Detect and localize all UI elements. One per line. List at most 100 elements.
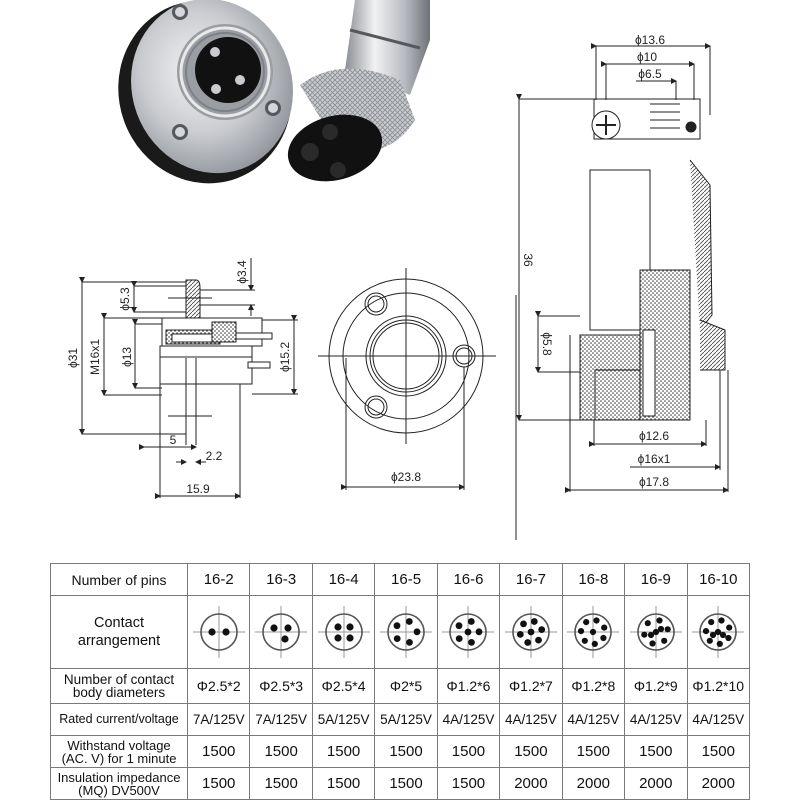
socket-side-view xyxy=(79,258,298,499)
dim-d17-8: ϕ17.8 xyxy=(639,475,669,489)
cell-model: 16-2 xyxy=(186,563,251,596)
pin-layout-diagram xyxy=(436,595,501,669)
cell-insulation: 1500 xyxy=(249,767,313,800)
cell-model: 16-8 xyxy=(561,563,626,596)
pin-layout-icon xyxy=(629,606,682,658)
cell-model: 16-9 xyxy=(624,563,688,596)
cell-withstand: 1500 xyxy=(561,735,626,768)
label-line: (MQ) DV500V xyxy=(78,782,160,798)
cell-current: 7A/125V xyxy=(186,703,251,736)
cell-current: 4A/125V xyxy=(436,703,501,736)
pin-layout-icon xyxy=(692,606,745,658)
cell-withstand: 1500 xyxy=(499,735,563,768)
cell-diameter: Φ2*5 xyxy=(374,668,438,704)
cell-diameter: Φ1.2*6 xyxy=(436,668,501,704)
cell-insulation: 1500 xyxy=(436,767,501,800)
label-insulation-impedance: Insulation impedance (MQ) DV500V xyxy=(50,767,188,800)
pin-layout-diagram xyxy=(686,595,750,669)
panel-mount-socket-photo xyxy=(118,0,293,184)
cell-current: 4A/125V xyxy=(624,703,688,736)
pin-layout-diagram xyxy=(499,595,563,669)
row-number-of-pins: Number of pins 16-2 16-3 16-4 16-5 16-6 … xyxy=(50,563,750,596)
cell-model: 16-10 xyxy=(686,563,750,596)
cell-current: 4A/125V xyxy=(499,703,563,736)
label-line: Contact xyxy=(94,614,144,631)
pin-layout-diagram xyxy=(624,595,688,669)
cell-diameter: Φ1.2*7 xyxy=(499,668,563,704)
product-photo xyxy=(118,0,430,184)
row-contact-arrangement: Contact arrangement xyxy=(50,595,750,669)
dim-d6-5: ϕ6.5 xyxy=(638,67,662,81)
dim-d16x1: ϕ16x1 xyxy=(638,452,671,466)
dim-d5-3: ϕ5.3 xyxy=(118,287,132,311)
pin-layout-diagram xyxy=(561,595,626,669)
dim-2-2: 2.2 xyxy=(206,449,223,463)
cell-insulation: 2000 xyxy=(686,767,750,800)
cell-diameter: Φ2.5*4 xyxy=(311,668,376,704)
dim-d10: ϕ10 xyxy=(637,50,657,64)
cell-model: 16-5 xyxy=(374,563,438,596)
pin-layout-icon xyxy=(504,606,557,658)
dim-36: 36 xyxy=(521,253,535,267)
socket-side-dim-labels: ϕ31 M16x1 ϕ5.3 ϕ13 ϕ3.4 ϕ15.2 5 2.2 15.9 xyxy=(66,260,292,496)
plug-section-view xyxy=(515,43,729,540)
cell-withstand: 1500 xyxy=(624,735,688,768)
cell-insulation: 1500 xyxy=(374,767,438,800)
pin-layout-icon xyxy=(317,606,370,658)
row-withstand-voltage: Withstand voltage (AC. V) for 1 minute 1… xyxy=(50,735,750,768)
cell-insulation: 2000 xyxy=(499,767,563,800)
pin-layout-icon xyxy=(192,606,245,658)
cell-withstand: 1500 xyxy=(374,735,438,768)
cell-withstand: 1500 xyxy=(186,735,251,768)
dim-d15-2: ϕ15.2 xyxy=(278,342,292,372)
row-contact-diameters: Number of contact body diameters Φ2.5*2 … xyxy=(50,668,750,704)
pin-layout-icon xyxy=(255,606,308,658)
label-line: Withstand voltage xyxy=(67,737,171,753)
cell-model: 16-4 xyxy=(311,563,376,596)
dim-d13-6: ϕ13.6 xyxy=(635,33,665,47)
dim-5: 5 xyxy=(170,433,177,447)
dim-d23-8: ϕ23.8 xyxy=(391,470,421,484)
cell-insulation: 2000 xyxy=(624,767,688,800)
row-rated-current-voltage: Rated current/voltage 7A/125V 7A/125V 5A… xyxy=(50,703,750,736)
cell-insulation: 1500 xyxy=(311,767,376,800)
cell-current: 5A/125V xyxy=(311,703,376,736)
cell-current: 5A/125V xyxy=(374,703,438,736)
row-insulation-impedance: Insulation impedance (MQ) DV500V 1500 15… xyxy=(50,767,750,800)
pin-layout-icon xyxy=(567,606,620,658)
dim-d3-4: ϕ3.4 xyxy=(235,260,249,284)
label-line: Number of contact xyxy=(63,671,175,687)
cell-withstand: 1500 xyxy=(436,735,501,768)
technical-drawings: ϕ31 M16x1 ϕ5.3 ϕ13 ϕ3.4 ϕ15.2 5 2.2 15.9… xyxy=(66,33,729,540)
pin-layout-diagram xyxy=(249,595,313,669)
dim-m16x1: M16x1 xyxy=(88,339,102,375)
pin-layout-diagram xyxy=(311,595,376,669)
cell-diameter: Φ1.2*9 xyxy=(624,668,688,704)
cable-female-plug-photo xyxy=(287,0,430,182)
dim-15-9: 15.9 xyxy=(186,482,210,496)
pin-layout-icon xyxy=(442,606,495,658)
cell-diameter: Φ2.5*2 xyxy=(186,668,251,704)
cell-current: 4A/125V xyxy=(686,703,750,736)
label-line: (AC. V) for 1 minute xyxy=(61,750,177,766)
label-line: arrangement xyxy=(77,633,161,649)
cell-current: 7A/125V xyxy=(249,703,313,736)
pin-layout-diagram xyxy=(374,595,438,669)
cell-model: 16-7 xyxy=(499,563,563,596)
label-number-of-pins: Number of pins xyxy=(50,563,188,596)
dim-d31: ϕ31 xyxy=(66,348,80,368)
label-line: body diameters xyxy=(72,685,166,700)
cell-insulation: 2000 xyxy=(561,767,626,800)
plug-section-dim-labels: ϕ13.6 ϕ10 ϕ6.5 36 ϕ5.8 ϕ12.6 ϕ16x1 ϕ17.8 xyxy=(521,33,671,489)
cell-diameter: Φ1.2*8 xyxy=(561,668,626,704)
cell-current: 4A/125V xyxy=(561,703,626,736)
cell-diameter: Φ1.2*10 xyxy=(686,668,750,704)
dim-d5-8: ϕ5.8 xyxy=(540,332,554,356)
label-withstand-voltage: Withstand voltage (AC. V) for 1 minute xyxy=(50,735,188,768)
spec-table: Number of pins 16-2 16-3 16-4 16-5 16-6 … xyxy=(50,563,750,800)
pin-layout-diagram xyxy=(186,595,251,669)
cell-model: 16-6 xyxy=(436,563,501,596)
dim-d12-6: ϕ12.6 xyxy=(639,429,669,443)
cell-diameter: Φ2.5*3 xyxy=(249,668,313,704)
dim-d13: ϕ13 xyxy=(120,347,134,367)
